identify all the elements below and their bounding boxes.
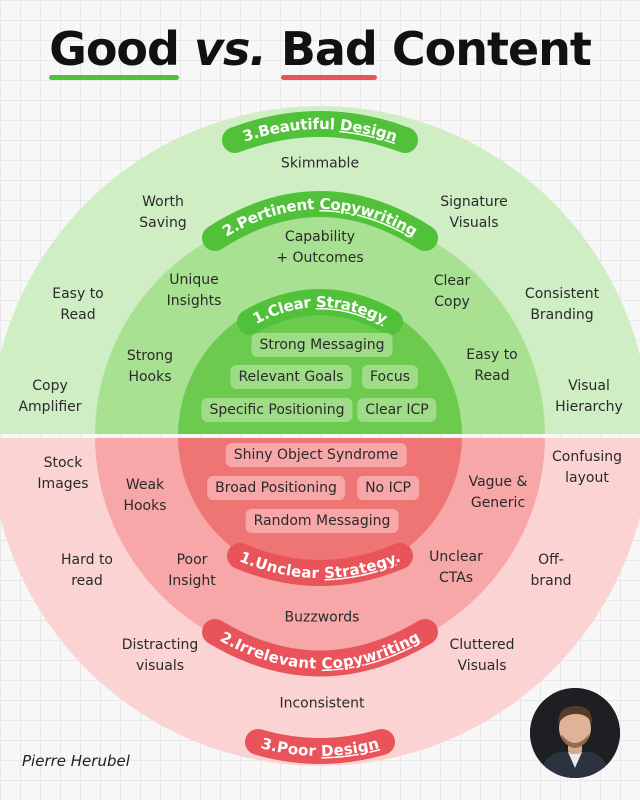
label-line: Saving [139, 215, 187, 231]
label-line: Visuals [457, 658, 507, 674]
author-avatar [530, 688, 620, 778]
label-line: Capability [284, 229, 356, 245]
label-line: Hooks [128, 369, 172, 385]
label-line: Generic [470, 495, 526, 511]
label-line: brand [530, 573, 572, 589]
label-line: Visuals [449, 215, 499, 231]
bad-half [0, 438, 640, 766]
label-line: Vague & [468, 474, 528, 490]
label-line: Cluttered [449, 637, 515, 653]
title-good-text: Good [49, 22, 180, 76]
title-bad-text: Bad [280, 22, 378, 76]
label-line: + Outcomes [276, 250, 364, 266]
bad-shiny-object-syndrome: Shiny Object Syndrome [225, 443, 407, 467]
label-line: Easy to [466, 347, 518, 363]
label-line: Stock [43, 455, 83, 471]
label-line: Distracting [121, 637, 199, 653]
good-easy-to-read-outer: Easy to Read [52, 284, 104, 326]
label-line: layout [565, 470, 609, 486]
bad-confusing-layout: Confusing layout [552, 447, 622, 489]
label-line: Visual [568, 378, 610, 394]
bad-off-brand: Off-brand [531, 550, 572, 592]
label-line: Strong [126, 348, 174, 364]
bad-inconsistent: Inconsistent [279, 695, 365, 712]
bad-strategy-num: 1. [237, 548, 258, 571]
label-line: Weak [125, 477, 165, 493]
bad-buzzwords: Buzzwords [284, 609, 360, 626]
label-line: Confusing [552, 449, 622, 465]
label-line: Copy [32, 378, 68, 394]
bad-design-num: 3. [259, 734, 279, 755]
label-line: Hard to [60, 552, 114, 568]
label-line: Easy to [52, 286, 104, 302]
title-vs: vs. [193, 22, 267, 76]
label-line: Read [60, 307, 96, 323]
good-focus: Focus [362, 365, 418, 389]
bad-underline [280, 75, 377, 80]
author-name: Pierre Herubel [22, 752, 130, 770]
label-line: Off- [538, 552, 564, 568]
label-line: Unique [169, 272, 219, 288]
bad-hard-to-read: Hard to read [61, 550, 113, 592]
bad-vague-generic: Vague & Generic [469, 472, 528, 514]
good-strong-messaging: Strong Messaging [251, 333, 393, 357]
label-line: Consistent [524, 286, 600, 302]
bad-design-badge: 3.Poor Design [245, 729, 395, 764]
label-line: Unclear [429, 549, 483, 565]
label-line: Branding [530, 307, 594, 323]
title-bad-word: Bad [280, 22, 378, 80]
bad-distracting-visuals: Distracting visuals [122, 635, 199, 677]
page-title: Good vs. Bad Content [0, 22, 640, 80]
good-relevant-goals: Relevant Goals [230, 365, 352, 389]
label-line: Read [474, 368, 510, 384]
label-line: Hierarchy [555, 399, 623, 415]
label-line: Insights [166, 293, 222, 309]
label-line: Poor [176, 552, 208, 568]
label-line: read [71, 573, 103, 589]
good-skimmable: Skimmable [280, 155, 360, 172]
label-line: Worth [142, 194, 184, 210]
bad-no-icp: No ICP [357, 476, 419, 500]
label-line: Copy [434, 294, 470, 310]
title-content-word: Content [391, 22, 592, 76]
good-easy-to-read-inner: Easy to Read [466, 345, 518, 387]
avatar-portrait-icon [530, 688, 620, 778]
good-design-num: 3. [240, 124, 261, 146]
bad-inner-ring [178, 438, 462, 578]
label-line: Insight [168, 573, 216, 589]
label-line: Signature [440, 194, 508, 210]
bad-copy-num: 2. [217, 628, 240, 651]
good-strategy-num: 1. [250, 305, 272, 328]
good-clear-icp: Clear ICP [357, 398, 437, 422]
label-line: Images [37, 476, 89, 492]
good-underline [49, 75, 179, 80]
label-line: visuals [135, 658, 185, 674]
good-capability-outcomes: Capability + Outcomes [276, 227, 363, 269]
label-line: Clear [433, 273, 471, 289]
label-line: Hooks [123, 498, 167, 514]
bad-broad-positioning: Broad Positioning [207, 476, 345, 500]
label-line: Amplifier [18, 399, 82, 415]
label-line: CTAs [438, 570, 474, 586]
good-specific-positioning: Specific Positioning [201, 398, 353, 422]
title-good-word: Good [49, 22, 180, 80]
bad-random-messaging: Random Messaging [245, 509, 399, 533]
good-copy-num: 2. [219, 217, 242, 241]
